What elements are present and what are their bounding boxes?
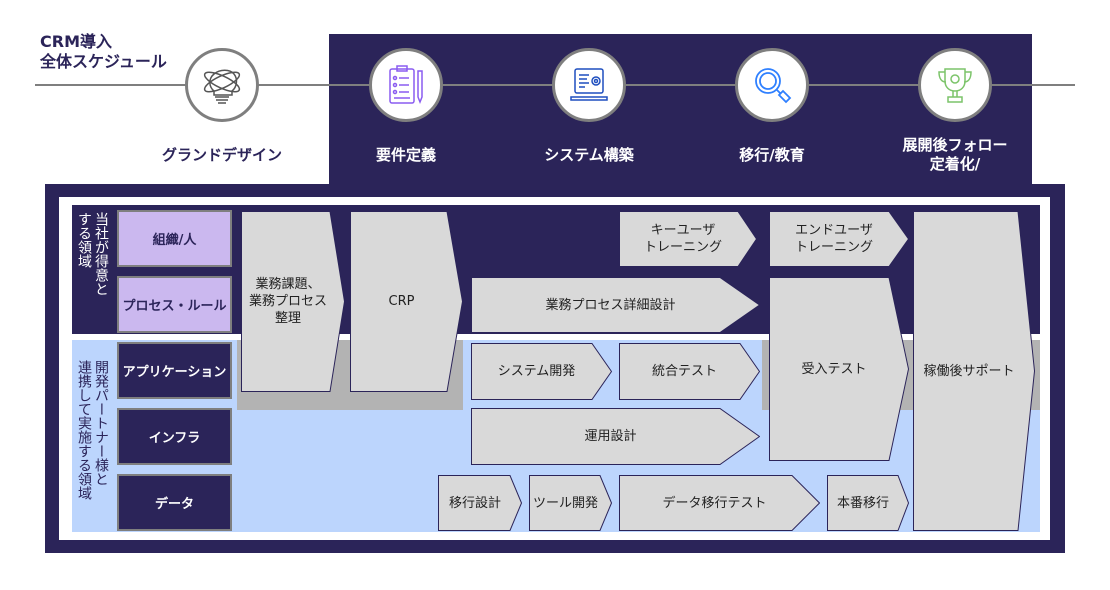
page-title: CRM導入 全体スケジュール: [40, 32, 167, 71]
lower-area-label: 開発パートナー様と 連携して実施する領域: [76, 360, 109, 500]
task-label: 統合テスト: [651, 364, 717, 379]
row-process-rules: プロセス・ルール: [117, 276, 232, 333]
task-label: 業務課題、 業務プロセス 整理: [248, 277, 327, 326]
task-label: エンドユーザ トレーニング: [794, 223, 873, 255]
task-arrow-acceptance-test: 受入テスト: [769, 277, 909, 461]
task-arrow-key-user-training: キーユーザ トレーニング: [619, 211, 757, 267]
task-arrow-tool-dev: ツール開発: [529, 475, 612, 531]
task-arrow-migration-design: 移行設計: [438, 475, 522, 531]
task-arrow-post-launch-support: 稼働後サポート: [913, 211, 1035, 531]
task-arrow-business-issues: 業務課題、 業務プロセス 整理: [241, 211, 345, 392]
task-label: 移行設計: [448, 495, 501, 511]
row-data: データ: [117, 474, 232, 531]
row-application: アプリケーション: [117, 342, 232, 399]
phase-label-grand-design: グランドデザイン: [161, 146, 282, 164]
task-arrow-production-migration: 本番移行: [827, 475, 909, 531]
task-arrow-operation-design: 運用設計: [471, 408, 760, 465]
task-arrow-system-dev: システム開発: [471, 343, 612, 400]
task-label: ツール開発: [532, 495, 598, 511]
magnifier-icon: [735, 48, 809, 122]
task-label: 本番移行: [836, 495, 889, 511]
phase-label-requirements: 要件定義: [375, 146, 436, 164]
task-arrow-data-migration-test: データ移行テスト: [619, 475, 820, 531]
phase-label-follow-up: 展開後フォロー 定着化/: [902, 136, 1008, 173]
task-arrow-crp: CRP: [350, 211, 463, 392]
phase-label-system-build: システム構築: [544, 146, 634, 164]
row-infra: インフラ: [117, 408, 232, 465]
task-label: システム開発: [497, 364, 576, 379]
task-arrow-end-user-training: エンドユーザ トレーニング: [769, 211, 909, 267]
task-arrow-process-detail-design: 業務プロセス詳細設計: [471, 277, 760, 333]
phase-label-migration-education: 移行/教育: [739, 146, 805, 164]
task-label: キーユーザ トレーニング: [643, 223, 722, 255]
task-arrow-integration-test: 統合テスト: [619, 343, 760, 400]
task-label: データ移行テスト: [662, 495, 767, 511]
phase-panel: [329, 34, 1032, 186]
upper-area-label: 当社が得意と する領域: [76, 212, 109, 296]
task-label: 稼働後サポート: [923, 363, 1015, 379]
laptop-gear-icon: [552, 48, 626, 122]
lightbulb-icon: [185, 48, 259, 122]
row-organization: 組織/人: [117, 210, 232, 267]
trophy-icon: [918, 48, 992, 122]
task-label: 運用設計: [584, 429, 637, 444]
task-label: CRP: [388, 294, 415, 309]
clipboard-pen-icon: [369, 48, 443, 122]
task-label: 受入テスト: [801, 361, 867, 377]
task-label: 業務プロセス詳細設計: [545, 297, 676, 313]
